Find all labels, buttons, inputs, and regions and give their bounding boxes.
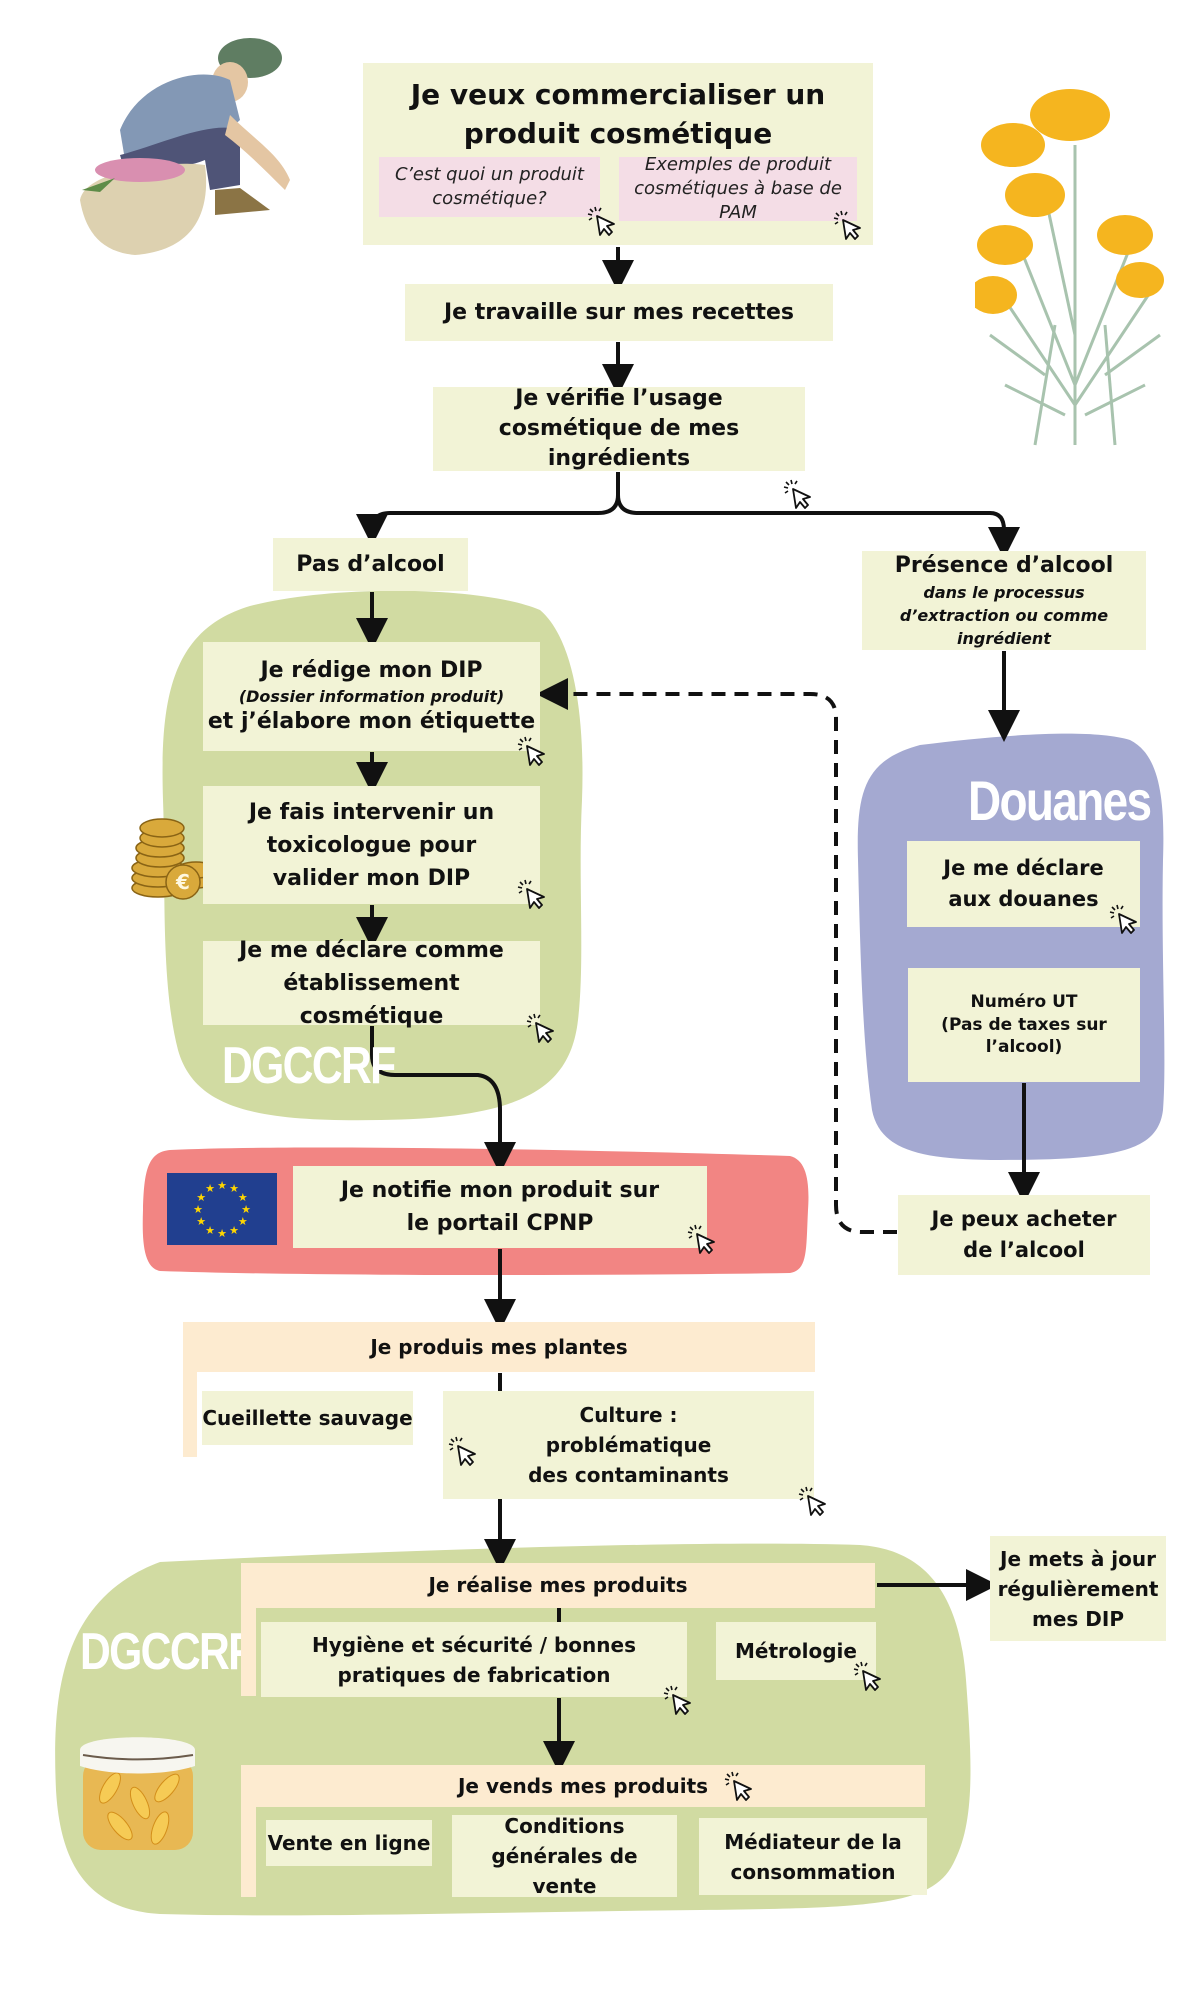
dip-line2: (Dossier information produit) — [238, 686, 505, 706]
option-metrologie[interactable]: Métrologie — [716, 1622, 876, 1680]
dgccrf-zone-title-top: DGCCRF — [222, 1037, 396, 1095]
click-cursor-icon — [686, 1223, 720, 1257]
step-etablissement[interactable]: Je me déclare comme établissement cosmét… — [203, 938, 540, 1029]
eu-star-icon: ★ — [217, 1227, 227, 1240]
eu-flag-icon: ★★★★★★★★★★★★ — [167, 1173, 277, 1245]
eu-star-icon: ★ — [205, 1224, 215, 1237]
eu-star-icon: ★ — [205, 1182, 215, 1195]
presence-alcool-title: Présence d’alcool — [894, 552, 1114, 578]
click-cursor-icon — [797, 1485, 831, 1519]
step-dip[interactable]: Je rédige mon DIP (Dossier information p… — [203, 642, 540, 751]
eu-star-icon: ★ — [229, 1182, 239, 1195]
euro-coins-illustration: € — [131, 818, 217, 900]
realise-group-strip — [241, 1608, 256, 1696]
branch-connector — [356, 472, 620, 546]
click-cursor-icon — [447, 1435, 481, 1469]
option-vente-en-ligne[interactable]: Vente en ligne — [266, 1820, 432, 1866]
step-verifie-ingredients[interactable]: Je vérifie l’usage cosmétique de mes ing… — [433, 386, 805, 471]
step-vends-produits[interactable]: Je vends mes produits — [241, 1765, 925, 1807]
eu-star-icon: ★ — [238, 1215, 248, 1228]
step-recettes: Je travaille sur mes recettes — [405, 284, 833, 341]
macerate-jar-illustration — [80, 1737, 195, 1850]
numero-ut-line2: (Pas de taxes sur l’alcool) — [941, 1014, 1107, 1058]
eu-star-icon: ★ — [196, 1191, 206, 1204]
dip-line3: et j’élabore mon étiquette — [207, 709, 536, 735]
presence-alcool-subtitle: dans le processus d’extraction ou comme … — [899, 582, 1109, 648]
option-mediateur-consommation[interactable]: Médiateur de la consommation — [699, 1818, 927, 1895]
branch-presence-alcool: Présence d’alcool dans le processus d’ex… — [862, 551, 1146, 650]
step-realise-produits: Je réalise mes produits — [241, 1563, 875, 1608]
branch-connector-right — [616, 494, 1020, 559]
click-cursor-icon — [586, 205, 620, 239]
option-hygiene-securite[interactable]: Hygiène et sécurité / bonnes pratiques d… — [261, 1622, 687, 1697]
helichrysum-plant-illustration — [975, 89, 1164, 446]
step-mets-a-jour-dip: Je mets à jour régulièrement mes DIP — [990, 1536, 1166, 1641]
douanes-zone-title: Douanes — [968, 769, 1152, 832]
step-produis-plantes: Je produis mes plantes — [183, 1322, 815, 1372]
eu-star-icon: ★ — [229, 1224, 239, 1237]
dip-line1: Je rédige mon DIP — [260, 658, 483, 684]
eu-star-icon: ★ — [193, 1203, 203, 1216]
step-cpnp[interactable]: Je notifie mon produit sur le portail CP… — [293, 1166, 707, 1248]
click-cursor-icon — [832, 209, 866, 243]
start-title: Je veux commercialiser un produit cosmét… — [410, 78, 826, 151]
click-cursor-icon — [516, 735, 550, 769]
step-douanes-declare[interactable]: Je me déclare aux douanes — [907, 841, 1140, 927]
click-cursor-icon — [852, 1660, 886, 1694]
step-toxicologue[interactable]: Je fais intervenir un toxicologue pour v… — [203, 786, 540, 904]
eu-star-icon: ★ — [241, 1203, 251, 1216]
arrow-etablissement-to-cpnp — [370, 1026, 516, 1174]
plantes-group-strip — [183, 1372, 197, 1457]
option-culture-contaminants[interactable]: Culture : problématique des contaminants — [443, 1391, 814, 1499]
step-acheter-alcool: Je peux acheter de l’alcool — [898, 1195, 1150, 1275]
dgccrf-zone-title-bottom: DGCCRF — [80, 1623, 254, 1681]
eu-star-icon: ★ — [217, 1179, 227, 1192]
eu-star-icon: ★ — [196, 1215, 206, 1228]
click-cursor-icon — [525, 1012, 559, 1046]
click-cursor-icon — [782, 478, 816, 512]
click-cursor-icon — [662, 1684, 696, 1718]
numero-ut-line1: Numéro UT — [970, 991, 1078, 1012]
click-cursor-icon — [723, 1770, 757, 1804]
step-numero-ut: Numéro UT (Pas de taxes sur l’alcool) — [908, 968, 1140, 1082]
dashed-arrow-acheter-to-dip — [536, 678, 897, 1234]
link-what-is-cosmetic[interactable]: C’est quoi un produit cosmétique? — [379, 157, 600, 217]
click-cursor-icon — [516, 878, 550, 912]
click-cursor-icon — [1108, 903, 1142, 937]
farmer-illustration — [80, 38, 290, 255]
link-pam-examples[interactable]: Exemples de produit cosmétiques à base d… — [619, 154, 857, 223]
option-cueillette-sauvage[interactable]: Cueillette sauvage — [202, 1391, 413, 1445]
branch-pas-alcool: Pas d’alcool — [273, 538, 468, 591]
eu-star-icon: ★ — [238, 1191, 248, 1204]
option-conditions-generales[interactable]: Conditions générales de vente — [452, 1814, 677, 1898]
vends-group-strip — [241, 1807, 256, 1897]
svg-text:€: € — [175, 870, 190, 894]
